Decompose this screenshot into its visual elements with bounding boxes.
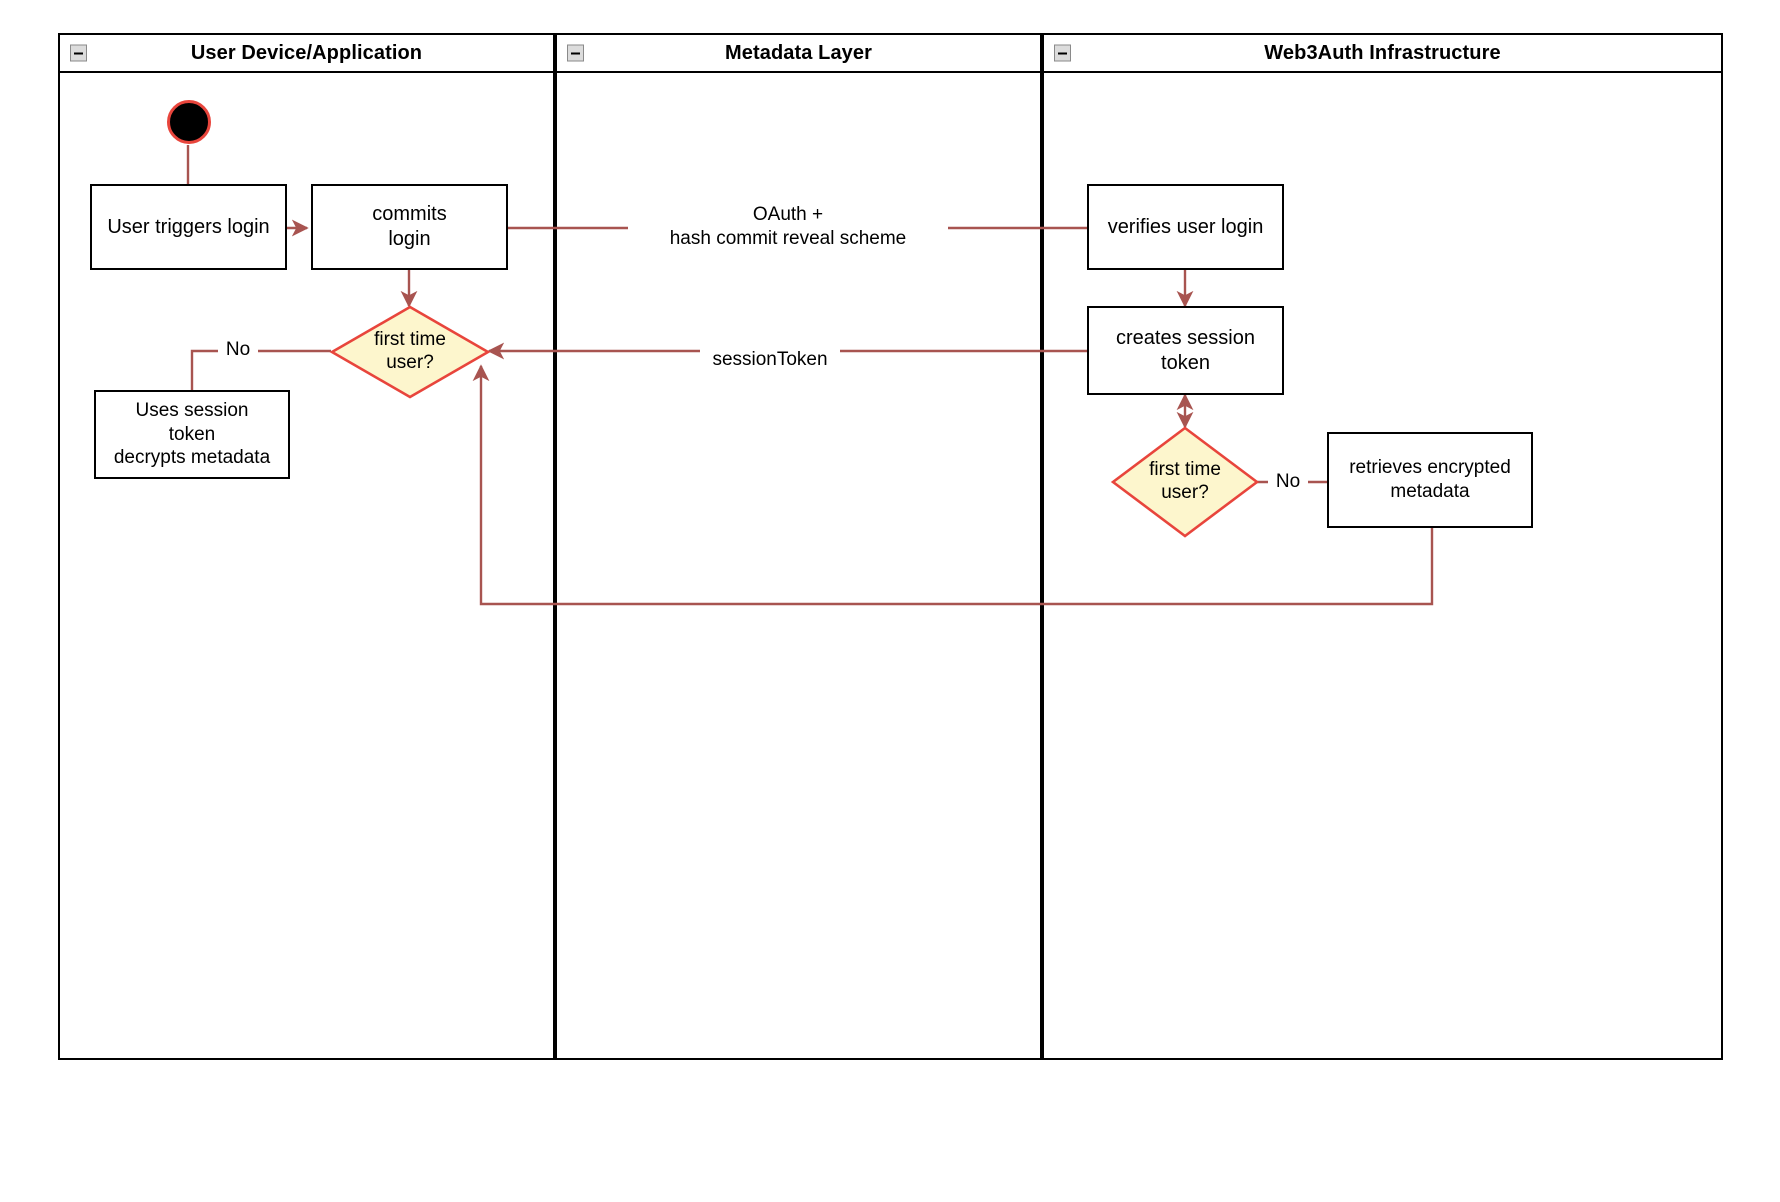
swimlane-header-metadata-layer[interactable]: Metadata Layer — [557, 35, 1040, 73]
edge-label-no-right: No — [1268, 470, 1308, 494]
collapse-minus-icon[interactable] — [567, 44, 584, 62]
collapse-minus-icon[interactable] — [70, 44, 87, 62]
decision-shape — [329, 305, 491, 399]
swimlane-title-web3auth: Web3Auth Infrastructure — [1264, 41, 1501, 64]
swimlane-title-user-device: User Device/Application — [190, 41, 423, 64]
node-user-triggers-login[interactable]: User triggers login — [90, 184, 287, 270]
node-commits-login[interactable]: commits login — [311, 184, 508, 270]
node-uses-session-token[interactable]: Uses session token decrypts metadata — [94, 390, 290, 479]
edge-label-no-left: No — [218, 338, 258, 362]
decision-first-time-user-left[interactable]: first time user? — [329, 305, 491, 399]
collapse-minus-icon[interactable] — [1054, 44, 1071, 62]
decision-shape — [1110, 426, 1260, 538]
edge-label-oauth: OAuth + hash commit reveal scheme — [628, 203, 948, 251]
node-verifies-user-login[interactable]: verifies user login — [1087, 184, 1284, 270]
initial-node[interactable] — [167, 100, 211, 144]
edge-label-session-token: sessionToken — [700, 348, 840, 372]
swimlane-title-metadata-layer: Metadata Layer — [724, 41, 872, 64]
swimlane-metadata-layer[interactable]: Metadata Layer — [555, 33, 1042, 1060]
node-retrieves-encrypted-metadata[interactable]: retrieves encrypted metadata — [1327, 432, 1533, 528]
swimlane-header-web3auth[interactable]: Web3Auth Infrastructure — [1044, 35, 1721, 73]
node-creates-session-token[interactable]: creates session token — [1087, 306, 1284, 395]
swimlane-header-user-device[interactable]: User Device/Application — [60, 35, 553, 73]
decision-first-time-user-right[interactable]: first time user? — [1110, 426, 1260, 538]
